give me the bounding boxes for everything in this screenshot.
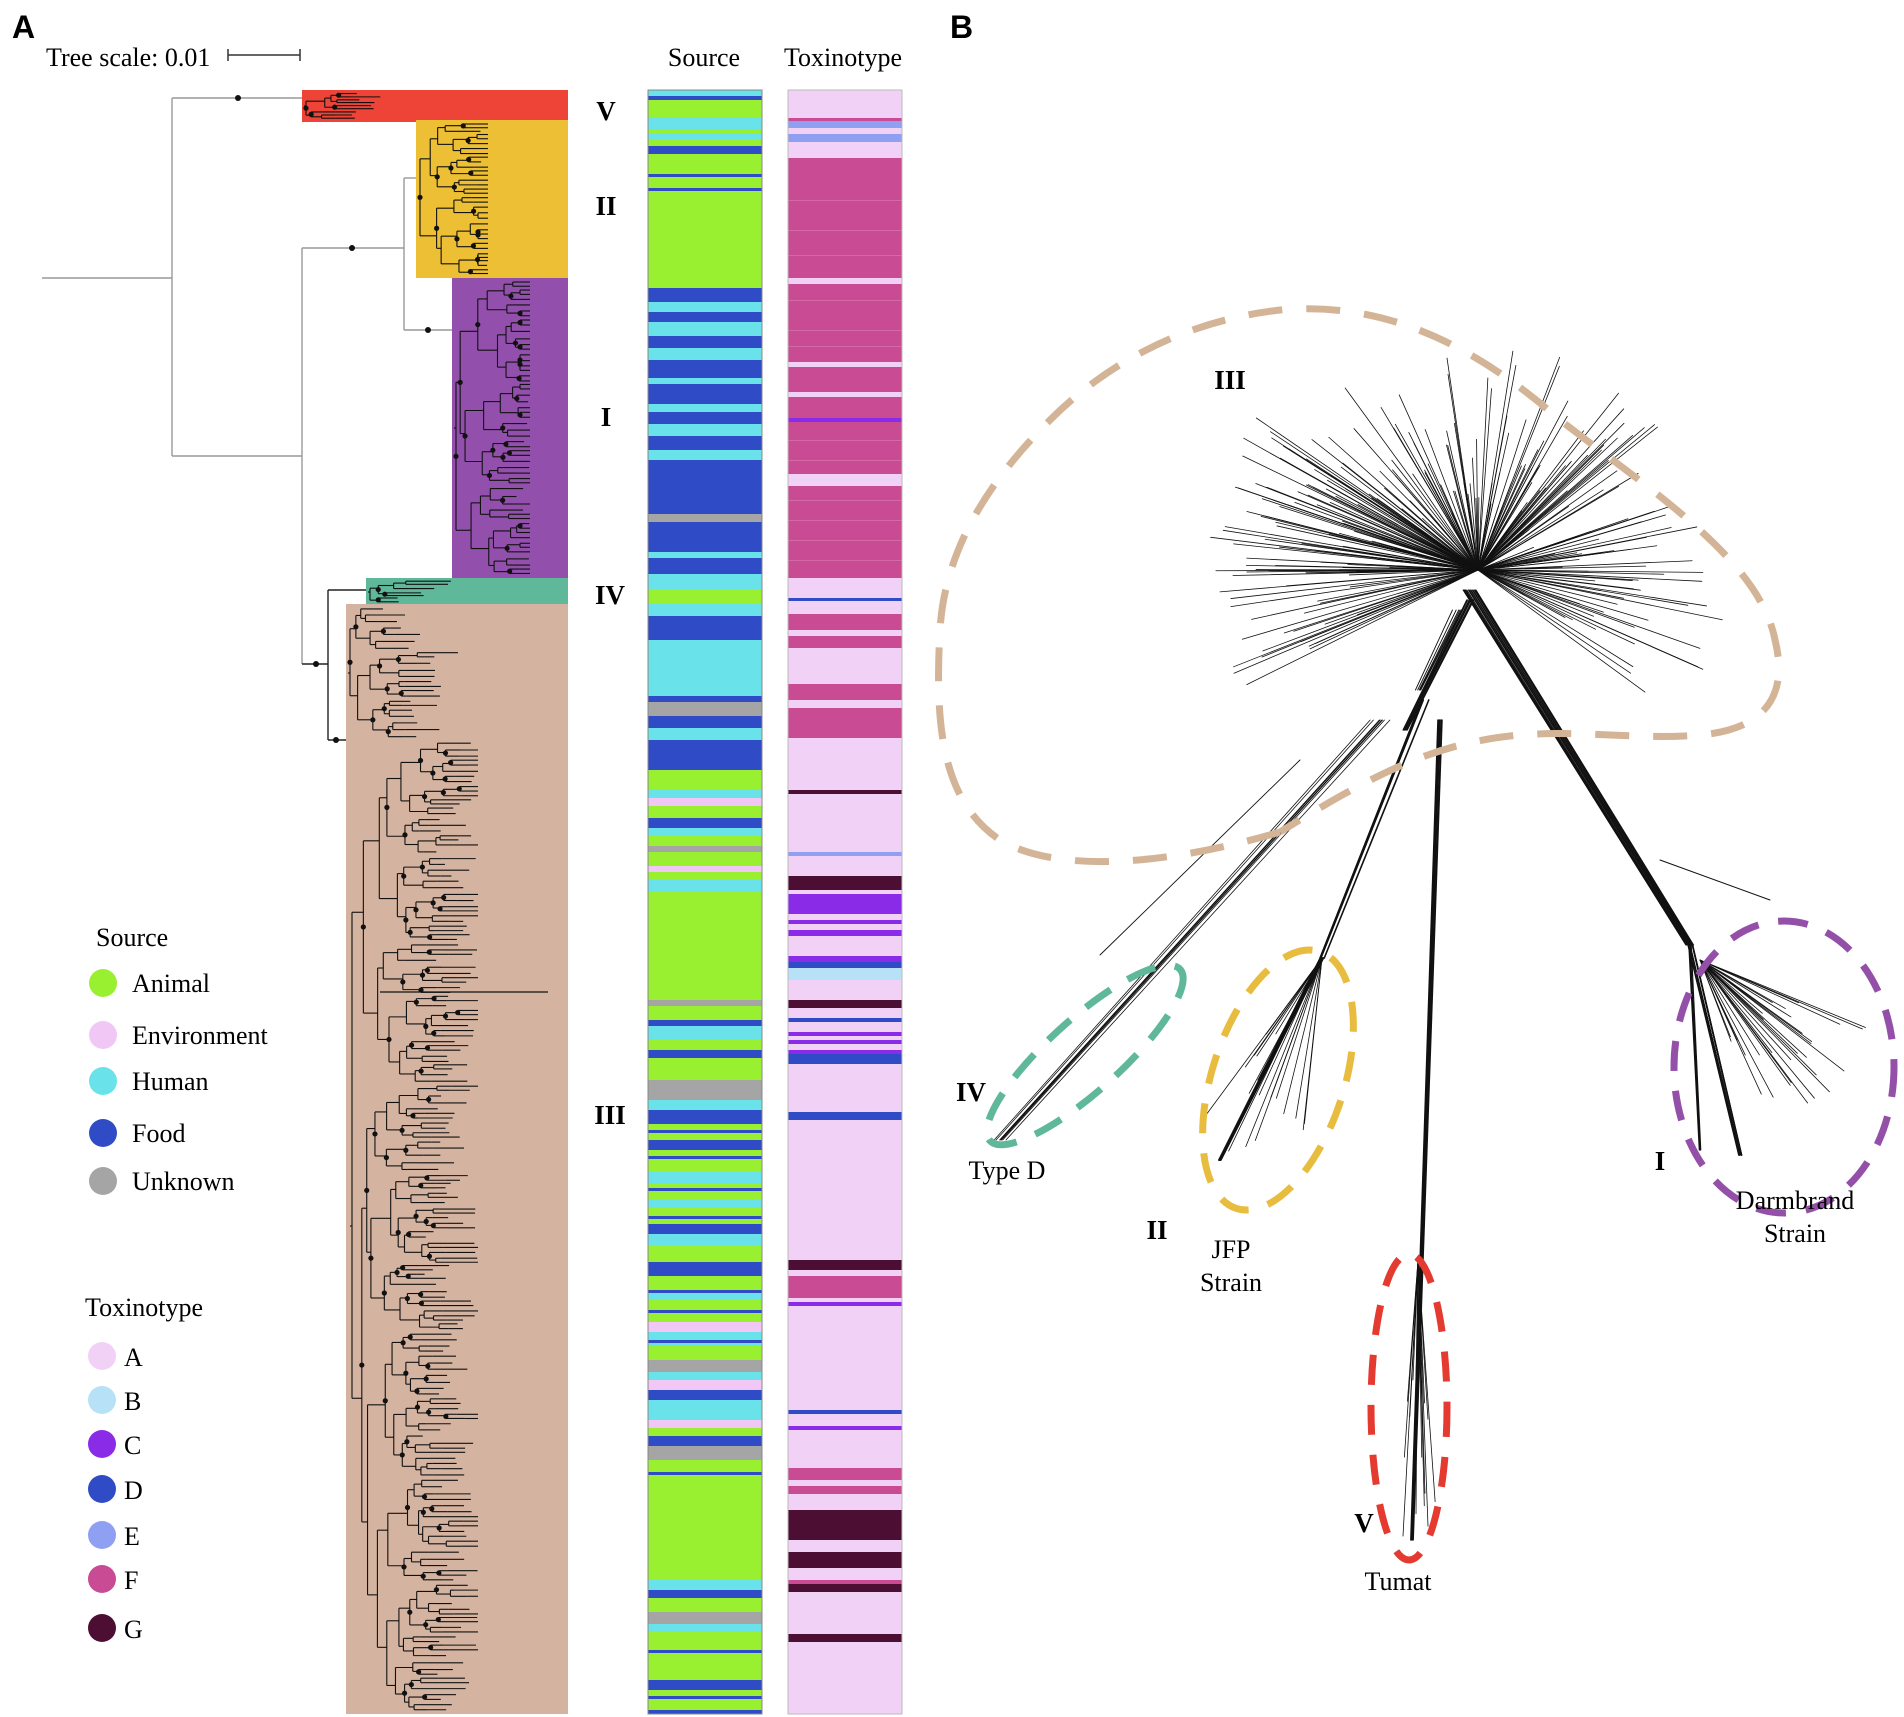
clade-subtrees — [303, 92, 548, 1711]
strain-label-darmbrand-line2: Strain — [1764, 1219, 1826, 1248]
legend-swatch-human — [89, 1067, 117, 1095]
tree-scale-bar — [227, 49, 301, 61]
source-strip — [648, 90, 762, 1714]
panel-b-letter: B — [950, 9, 973, 45]
cluster-outline-iii — [935, 305, 1783, 866]
legend-swatch-environment — [89, 1021, 117, 1049]
toxinotype-column-header: Toxinotype — [784, 43, 902, 72]
cluster-outline-v — [1367, 1250, 1451, 1564]
clade-label-ii: II — [595, 191, 616, 221]
legend-label-toxinotype-b: B — [124, 1387, 141, 1416]
cluster-label-iv: IV — [956, 1077, 987, 1107]
legend-swatch-food — [89, 1119, 117, 1147]
source-column-header: Source — [668, 43, 740, 72]
legend-swatch-animal — [89, 969, 117, 997]
strain-label-tumat: Tumat — [1365, 1567, 1433, 1596]
legend-swatch-toxinotype-f — [88, 1565, 116, 1593]
legend-swatch-toxinotype-c — [88, 1430, 116, 1458]
strain-label-jfp: JFP — [1211, 1235, 1250, 1264]
legend-label-toxinotype-g: G — [124, 1615, 143, 1644]
toxinotype-legend: Toxinotype A B C D E F G — [85, 1293, 203, 1644]
clade-block-i — [452, 278, 568, 578]
clade-label-i: I — [601, 402, 612, 432]
legend-label-toxinotype-c: C — [124, 1431, 141, 1460]
legend-label-toxinotype-f: F — [124, 1566, 138, 1595]
legend-swatch-toxinotype-d — [88, 1475, 116, 1503]
strain-label-jfp-line2: Strain — [1200, 1268, 1262, 1297]
source-legend-title: Source — [96, 923, 168, 952]
cluster-label-ii: II — [1146, 1215, 1167, 1245]
cluster-outline-iv — [983, 961, 1187, 1149]
clade-block-iii — [346, 604, 568, 1714]
legend-label-animal: Animal — [132, 969, 210, 998]
cluster-label-v: V — [1354, 1508, 1374, 1538]
toxinotype-strip-border — [787, 89, 903, 1715]
legend-label-unknown: Unknown — [132, 1167, 235, 1196]
legend-label-food: Food — [132, 1119, 185, 1148]
source-legend: Source Animal Environment Human Food Unk… — [89, 923, 269, 1196]
legend-label-human: Human — [132, 1067, 209, 1096]
legend-swatch-toxinotype-e — [88, 1521, 116, 1549]
legend-label-toxinotype-a: A — [124, 1343, 143, 1372]
panel-b-network: B III IV Type D II JFP Strain V Tumat I … — [935, 9, 1898, 1596]
toxinotype-legend-title: Toxinotype — [85, 1293, 203, 1322]
legend-swatch-toxinotype-g — [88, 1614, 116, 1642]
panel-a-phylogenetic-tree: A Tree scale: 0.01 — [12, 9, 903, 1715]
cluster-label-iii: III — [1214, 365, 1246, 395]
splits-network — [993, 350, 1866, 1541]
tree-scale-label: Tree scale: 0.01 — [46, 43, 210, 72]
strain-label-darmbrand: Darmbrand — [1736, 1186, 1854, 1215]
clade-block-ii — [416, 120, 568, 278]
legend-label-toxinotype-d: D — [124, 1476, 143, 1505]
legend-label-environment: Environment — [132, 1021, 269, 1050]
cluster-outline-i — [1670, 917, 1898, 1217]
legend-swatch-toxinotype-b — [88, 1386, 116, 1414]
tree-nodes — [235, 95, 431, 743]
strain-label-type-d: Type D — [969, 1156, 1046, 1185]
legend-label-toxinotype-e: E — [124, 1522, 140, 1551]
clade-label-v: V — [596, 96, 616, 126]
legend-swatch-unknown — [89, 1167, 117, 1195]
cluster-label-i: I — [1655, 1146, 1666, 1176]
panel-a-letter: A — [12, 9, 35, 45]
source-strip-border — [647, 89, 763, 1715]
toxinotype-strip — [788, 90, 902, 1714]
legend-swatch-toxinotype-a — [88, 1342, 116, 1370]
cluster-outline-ii — [1199, 946, 1357, 1214]
clade-label-iii: III — [594, 1100, 626, 1130]
clade-label-iv: IV — [595, 580, 626, 610]
